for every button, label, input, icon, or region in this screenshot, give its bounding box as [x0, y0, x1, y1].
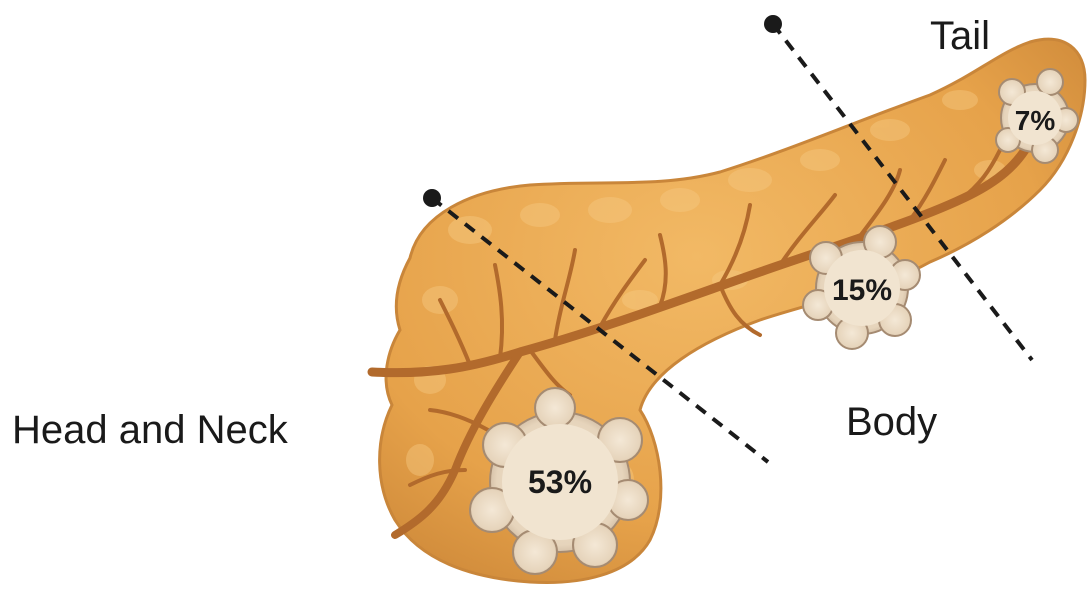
tumor-body-percent: 15%: [832, 274, 892, 307]
body-tail-divider-dot: [764, 15, 782, 33]
tumor-head-percent: 53%: [528, 464, 592, 500]
head-and-neck-label: Head and Neck: [12, 410, 288, 450]
head-body-divider-dot: [423, 189, 441, 207]
body-label: Body: [846, 402, 937, 442]
tail-label: Tail: [930, 16, 990, 56]
tumor-tail-percent: 7%: [1015, 105, 1056, 136]
